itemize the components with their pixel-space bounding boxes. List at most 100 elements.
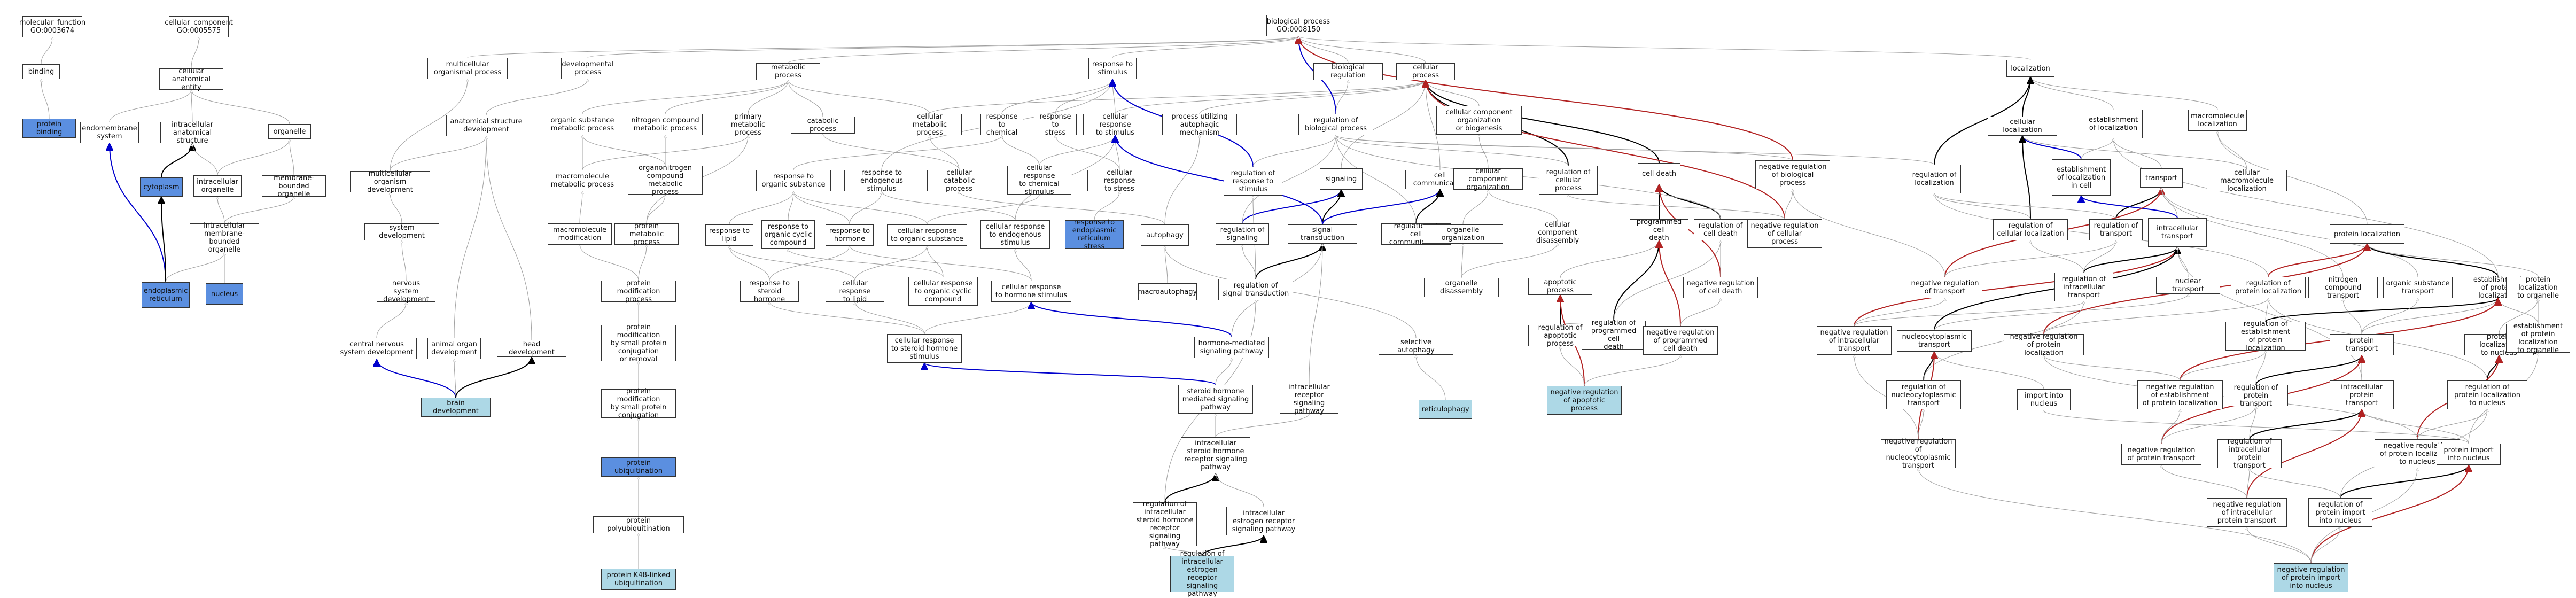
term-node-pmspc[interactable]: protein modification by small protein co… <box>601 387 676 420</box>
term-node-cmmloc[interactable]: cellular macromolecule localization <box>2207 169 2287 193</box>
term-node-celldeath[interactable]: cell death <box>1638 163 1680 184</box>
term-node-mmp[interactable]: macromolecule metabolic process <box>548 170 617 191</box>
term-node-nucleus[interactable]: nucleus <box>206 283 243 305</box>
term-node-devp[interactable]: developmental process <box>561 58 614 79</box>
term-node-nrap[interactable]: negative regulation of apoptotic process <box>1547 386 1622 415</box>
term-node-k48[interactable]: protein K48-linked ubiquitination <box>601 569 676 590</box>
term-node-regcd[interactable]: regulation of cell death <box>1694 219 1747 240</box>
term-node-nrepl[interactable]: negative regulation of establishment of … <box>2137 380 2223 409</box>
term-node-rierc[interactable]: regulation of intracellular estrogen rec… <box>1170 550 1234 598</box>
term-node-ias[interactable]: intracellular anatomical structure <box>160 121 224 145</box>
term-node-rprotloc[interactable]: regulation of protein localization <box>2231 277 2306 298</box>
term-node-nrncpt[interactable]: negative regulation of nucleocytoplasmic… <box>1881 438 1956 470</box>
term-node-mmloc[interactable]: macromolecule localization <box>2188 110 2247 131</box>
term-node-regst[interactable]: regulation of signal transduction <box>1218 279 1293 300</box>
term-node-rcp[interactable]: regulation of cellular process <box>1539 166 1598 195</box>
term-node-nsd[interactable]: nervous system development <box>377 279 435 304</box>
term-node-import[interactable]: import into nucleus <box>2017 389 2071 410</box>
term-node-reticulophagy[interactable]: reticulophagy <box>1419 400 1472 419</box>
term-node-cnsd[interactable]: central nervous system development <box>337 338 417 359</box>
term-node-catab[interactable]: catabolic process <box>791 117 855 134</box>
term-node-crths[interactable]: cellular response to hormone stimulus <box>991 281 1071 302</box>
term-node-regsig[interactable]: regulation of signaling <box>1216 223 1269 245</box>
term-node-nrpcd[interactable]: negative regulation of programmed cell d… <box>1643 326 1718 355</box>
term-node-ostrans[interactable]: organic substance transport <box>2383 277 2453 298</box>
term-node-rtstress[interactable]: response to stress <box>1034 113 1077 137</box>
term-node-nrpl[interactable]: negative regulation of protein localizat… <box>2004 333 2084 357</box>
term-node-icpt[interactable]: intracellular protein transport <box>2330 380 2394 409</box>
term-node-ishrsp[interactable]: intracellular steroid hormone receptor s… <box>1181 437 1250 473</box>
term-node-rtersr[interactable]: response to endoplasmic reticulum stress <box>1065 219 1124 251</box>
term-node-crtes[interactable]: cellular response to endogenous stimulus <box>980 220 1050 249</box>
term-node-rbp[interactable]: regulation of biological process <box>1298 114 1373 135</box>
term-node-rts[interactable]: response to stimulus <box>1088 58 1137 79</box>
term-node-rictrans[interactable]: regulation of intracellular transport <box>2054 273 2113 301</box>
term-node-nrcp[interactable]: negative regulation of cellular process <box>1747 219 1822 248</box>
term-node-loc[interactable]: localization <box>2006 60 2054 77</box>
term-node-pmodp[interactable]: protein modification process <box>601 279 676 304</box>
term-node-rpcd[interactable]: regulation of programmed cell death <box>1582 319 1646 351</box>
term-node-ico[interactable]: intracellular organelle <box>193 175 242 197</box>
term-node-macroauto[interactable]: macroautophagy <box>1138 283 1197 300</box>
term-node-cc[interactable]: cellular_component GO:0005575 <box>165 16 233 37</box>
term-node-protein-binding[interactable]: protein binding <box>22 119 76 138</box>
term-node-organelle[interactable]: organelle <box>268 124 311 139</box>
term-node-cytoplasm[interactable]: cytoplasm <box>140 177 183 197</box>
term-node-osmp[interactable]: organic substance metabolic process <box>548 114 617 135</box>
term-node-ncmp[interactable]: nitrogen compound metabolic process <box>628 114 703 135</box>
term-node-mmod[interactable]: macromolecule modification <box>548 223 612 245</box>
term-node-nrtrans[interactable]: negative regulation of transport <box>1908 277 1982 298</box>
term-node-nrpimport[interactable]: negative regulation of protein import in… <box>2274 563 2348 592</box>
term-node-mop[interactable]: multicellular organismal process <box>427 58 508 79</box>
term-node-ppubiq[interactable]: protein polyubiquitination <box>593 516 684 533</box>
term-node-headdev[interactable]: head development <box>497 340 566 357</box>
term-node-nuctrans[interactable]: nuclear transport <box>2156 277 2220 294</box>
term-node-nricpt[interactable]: negative regulation of intracellular pro… <box>2207 498 2287 527</box>
term-node-celloc[interactable]: cellular localization <box>1988 117 2057 136</box>
term-node-nrictrans[interactable]: negative regulation of intracellular tra… <box>1817 326 1892 355</box>
term-node-rtc[interactable]: response to chemical <box>980 113 1023 137</box>
term-node-hmsp[interactable]: hormone-mediated signaling pathway <box>1194 337 1269 358</box>
term-node-nctrans[interactable]: nitrogen compound transport <box>2308 276 2378 300</box>
term-node-puam[interactable]: process utilizing autophagic mechanism <box>1162 113 1237 137</box>
term-node-ncpt[interactable]: nucleocytoplasmic transport <box>1897 330 1972 352</box>
term-node-aod[interactable]: animal organ development <box>427 338 481 359</box>
term-node-er[interactable]: endoplasmic reticulum <box>142 282 190 308</box>
term-node-binding[interactable]: binding <box>22 64 60 79</box>
term-node-ierc[interactable]: intracellular estrogen receptor signalin… <box>1226 507 1301 535</box>
term-node-rrts[interactable]: regulation of response to stimulus <box>1224 167 1282 196</box>
term-node-crtos[interactable]: cellular response to organic substance <box>887 224 967 246</box>
term-node-prottrans[interactable]: protein transport <box>2330 334 2394 355</box>
term-node-crstress[interactable]: cellular response to stress <box>1087 169 1151 193</box>
term-node-selauto[interactable]: selective autophagy <box>1379 338 1453 355</box>
term-node-ictrans[interactable]: intracellular transport <box>2148 218 2207 247</box>
term-node-rtsh[interactable]: response to steroid hormone <box>740 279 799 304</box>
term-node-imbo[interactable]: intracellular membrane-bounded organelle <box>190 222 259 254</box>
term-node-orgorg[interactable]: organelle organization <box>1423 224 1503 244</box>
term-node-elic[interactable]: establishment of localization in cell <box>2052 159 2111 196</box>
term-node-cae[interactable]: cellular anatomical entity <box>159 67 223 91</box>
term-node-pcd[interactable]: programmed cell death <box>1630 218 1688 242</box>
term-node-regloc[interactable]: regulation of localization <box>1908 165 1961 193</box>
term-node-pubiq[interactable]: protein ubiquitination <box>601 457 676 477</box>
term-node-transport[interactable]: transport <box>2140 168 2183 188</box>
term-node-crtshs[interactable]: cellular response to steroid hormone sti… <box>887 334 962 363</box>
term-node-autophagy[interactable]: autophagy <box>1141 224 1189 246</box>
term-node-apop[interactable]: apoptotic process <box>1528 278 1592 295</box>
term-node-sysdev[interactable]: system development <box>364 223 439 240</box>
term-node-rtes[interactable]: response to endogenous stimulus <box>844 169 919 193</box>
term-node-ccatab[interactable]: cellular catabolic process <box>927 169 991 193</box>
term-node-cmp[interactable]: cellular metabolic process <box>898 113 962 137</box>
term-node-nrpt[interactable]: negative regulation of protein transport <box>2121 444 2201 465</box>
term-node-asd[interactable]: anatomical structure development <box>446 115 526 136</box>
term-node-crtl[interactable]: cellular response to lipid <box>826 279 884 304</box>
term-node-crcs[interactable]: cellular response to chemical stimulus <box>1007 164 1071 196</box>
term-node-mbo[interactable]: membrane-bounded organelle <box>262 174 326 198</box>
term-node-repl[interactable]: regulation of establishment of protein l… <box>2225 320 2306 352</box>
term-node-ccd[interactable]: cellular component disassembly <box>1523 221 1592 245</box>
term-node-signaling[interactable]: signaling <box>1320 168 1363 190</box>
term-node-cco[interactable]: cellular component organization <box>1453 167 1523 191</box>
term-node-ncd[interactable]: negative regulation of cell death <box>1683 277 1758 298</box>
term-node-rpimport[interactable]: regulation of protein import into nucleu… <box>2308 498 2372 527</box>
term-node-estloc[interactable]: establishment of localization <box>2084 110 2143 138</box>
